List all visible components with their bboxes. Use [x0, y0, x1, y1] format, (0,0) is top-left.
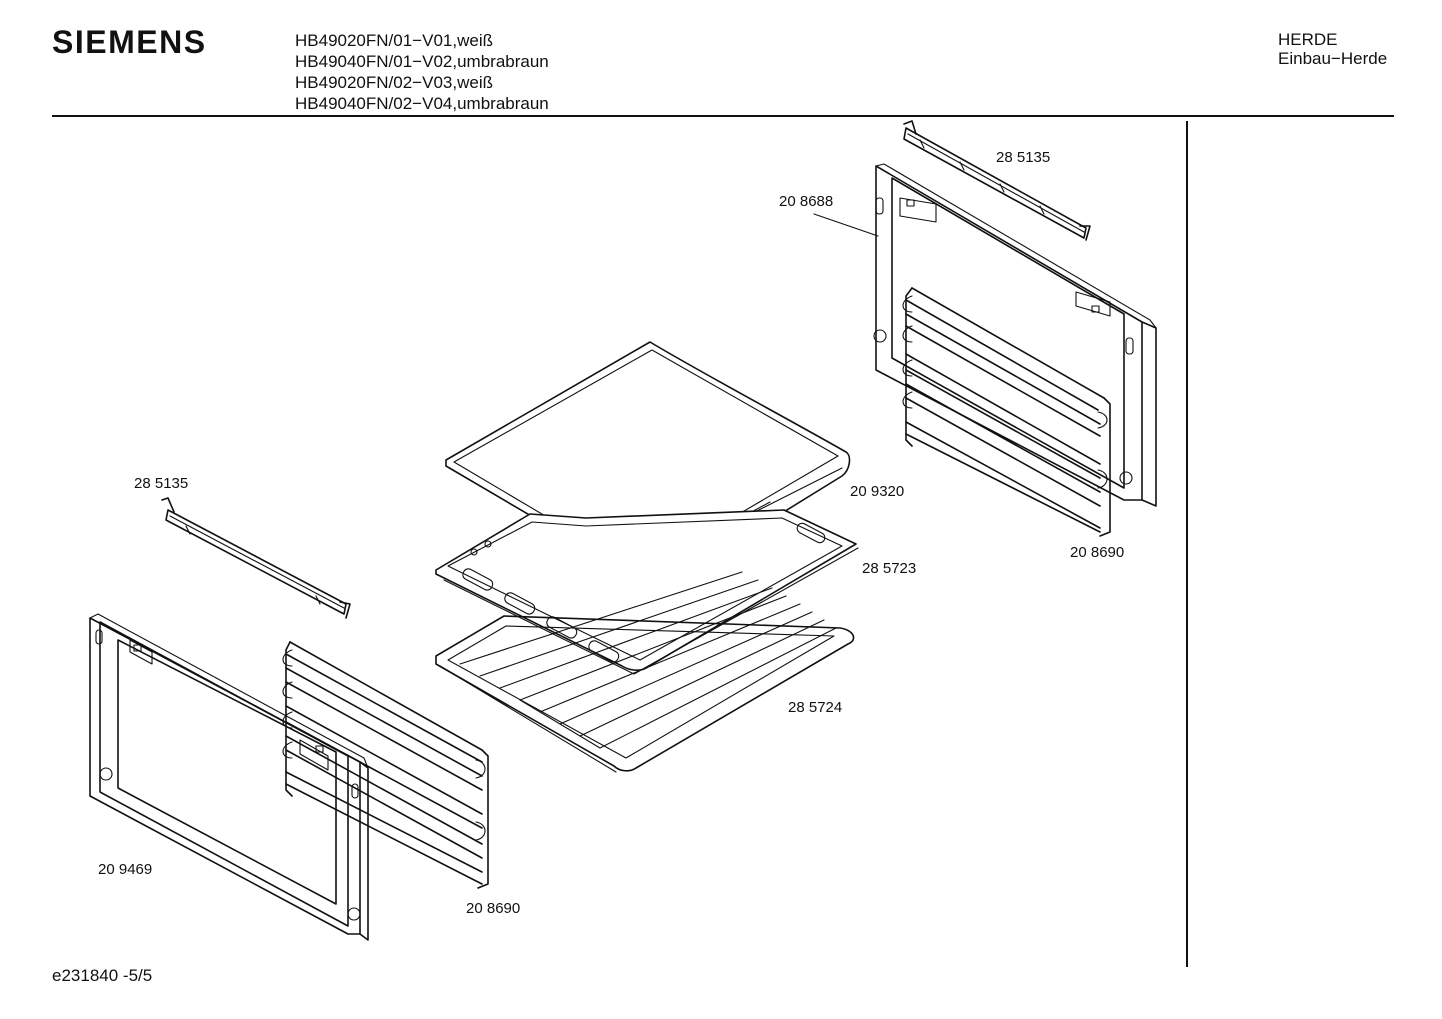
label-frame-left: 20 9469 — [98, 861, 152, 878]
category-subtitle: Einbau−Herde — [1278, 49, 1388, 68]
leader-line — [813, 213, 879, 237]
model-line: HB49020FN/02−V03,weiß — [295, 73, 493, 92]
rail-left — [161, 497, 351, 619]
label-glass-shelf: 20 9320 — [850, 483, 904, 500]
model-list: HB49020FN/01−V01,weiß HB49040FN/01−V02,u… — [295, 30, 549, 114]
label-rail-top: 28 5135 — [996, 149, 1050, 166]
grill-rack — [435, 571, 855, 773]
drawing-id: e231840 -5/5 — [52, 966, 153, 985]
rack-left — [282, 641, 489, 889]
label-rack-right: 20 8690 — [1070, 544, 1124, 561]
category-title: HERDE — [1278, 30, 1338, 49]
model-line: HB49040FN/02−V04,umbrabraun — [295, 94, 549, 113]
label-rail-left: 28 5135 — [134, 475, 188, 492]
rail-top-right — [903, 120, 1091, 241]
label-grill-rack: 28 5724 — [788, 699, 842, 716]
label-frame-right: 20 8688 — [779, 193, 833, 210]
label-rack-left: 20 8690 — [466, 900, 520, 917]
column-divider — [1186, 121, 1188, 967]
frame-right — [873, 163, 1157, 507]
category-block: HERDE Einbau−Herde — [1278, 30, 1387, 68]
header-divider — [52, 115, 1394, 117]
model-line: HB49040FN/01−V02,umbrabraun — [295, 52, 549, 71]
baking-tray — [435, 509, 859, 675]
model-line: HB49020FN/01−V01,weiß — [295, 31, 493, 50]
label-tray: 28 5723 — [862, 560, 916, 577]
brand-logo: SIEMENS — [52, 24, 207, 60]
rack-right — [902, 287, 1111, 537]
